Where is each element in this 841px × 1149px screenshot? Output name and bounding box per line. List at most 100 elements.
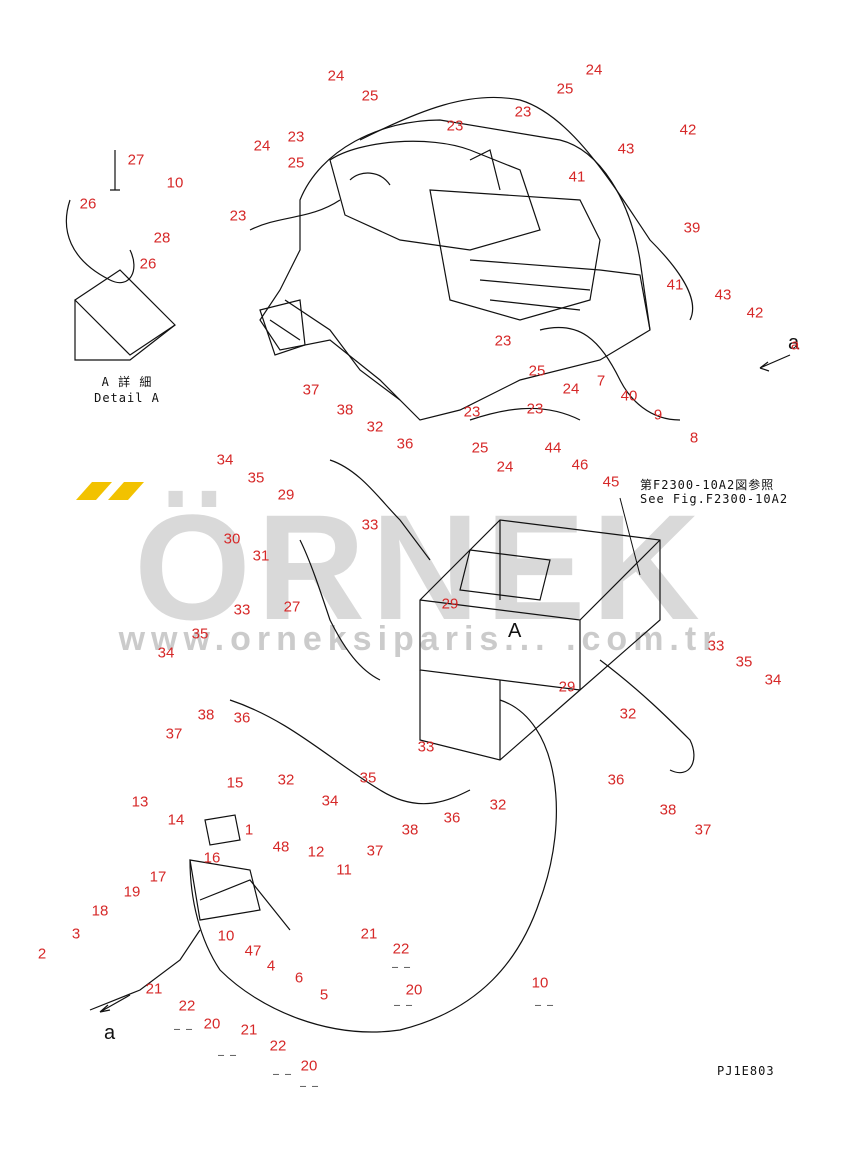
callout-36: 36: [443, 809, 461, 827]
callout-23: 23: [463, 403, 481, 421]
callout-16: 16: [203, 849, 221, 867]
callout-a: a: [790, 336, 800, 354]
callout-41: 41: [666, 276, 684, 294]
callout-22: 22: [392, 940, 410, 958]
callout-37: 37: [366, 842, 384, 860]
callout-44: 44: [544, 439, 562, 457]
callout-25: 25: [287, 154, 305, 172]
callout-23: 23: [229, 207, 247, 225]
dash-mark: – –: [273, 1069, 292, 1080]
callout-35: 35: [247, 469, 265, 487]
callout-30: 30: [223, 530, 241, 548]
callout-19: 19: [123, 883, 141, 901]
callout-45: 45: [602, 473, 620, 491]
callout-33: 33: [361, 516, 379, 534]
callout-24: 24: [562, 380, 580, 398]
callout-32: 32: [489, 796, 507, 814]
callout-4: 4: [266, 957, 276, 975]
callout-32: 32: [366, 418, 384, 436]
callout-1: 1: [244, 821, 254, 839]
harness-27: [299, 539, 381, 681]
callout-25: 25: [556, 80, 574, 98]
watermark-accent-mark-right: [108, 482, 144, 500]
harness-right: [599, 659, 695, 774]
callout-18: 18: [91, 902, 109, 920]
callout-25: 25: [471, 439, 489, 457]
callout-23: 23: [526, 400, 544, 418]
callout-36: 36: [607, 771, 625, 789]
callout-20: 20: [300, 1057, 318, 1075]
dash-mark: – –: [535, 1000, 554, 1011]
callout-6: 6: [294, 969, 304, 987]
callout-10: 10: [217, 927, 235, 945]
callout-24: 24: [327, 67, 345, 85]
callout-12: 12: [307, 843, 325, 861]
callout-8: 8: [689, 429, 699, 447]
callout-26: 26: [79, 195, 97, 213]
callout-14: 14: [167, 811, 185, 829]
callout-34: 34: [321, 792, 339, 810]
callout-38: 38: [197, 706, 215, 724]
callout-23: 23: [287, 128, 305, 146]
callout-24: 24: [585, 61, 603, 79]
watermark-brand: ÖRNEK: [134, 483, 706, 651]
arrow-label-a-bottom: a: [104, 1022, 116, 1044]
callout-10: 10: [166, 174, 184, 192]
callout-38: 38: [659, 801, 677, 819]
callout-17: 17: [149, 868, 167, 886]
tank-box: [419, 519, 661, 761]
callout-48: 48: [272, 838, 290, 856]
dash-mark: – –: [394, 1000, 413, 1011]
callout-29: 29: [277, 486, 295, 504]
dash-mark: – –: [218, 1050, 237, 1061]
callout-26: 26: [139, 255, 157, 273]
callout-2: 2: [37, 945, 47, 963]
callout-34: 34: [216, 451, 234, 469]
callout-42: 42: [746, 304, 764, 322]
callout-36: 36: [396, 435, 414, 453]
reference-leader: [619, 497, 641, 576]
callout-35: 35: [735, 653, 753, 671]
callout-5: 5: [319, 986, 329, 1004]
callout-43: 43: [714, 286, 732, 304]
callout-22: 22: [178, 997, 196, 1015]
detail-a-caption-jp: A 詳 細: [101, 375, 153, 389]
harness-39: [359, 96, 694, 321]
callout-9: 9: [653, 406, 663, 424]
harness-36: [229, 699, 471, 805]
arrow-label-a-top: a: [788, 332, 800, 354]
bracket-assembly: [89, 814, 291, 1011]
callout-11: 11: [336, 861, 352, 879]
callout-10: 10: [531, 974, 549, 992]
drawing-code: PJ1E803: [717, 1064, 775, 1078]
callout-27: 27: [283, 598, 301, 616]
arrow-a-top: [759, 354, 791, 372]
dash-mark: – –: [300, 1081, 319, 1092]
callout-34: 34: [764, 671, 782, 689]
callout-27: 27: [127, 151, 145, 169]
callout-13: 13: [131, 793, 149, 811]
callout-21: 21: [360, 925, 378, 943]
callout-41: 41: [568, 168, 586, 186]
callout-32: 32: [277, 771, 295, 789]
callout-37: 37: [302, 381, 320, 399]
callout-29: 29: [441, 595, 459, 613]
callout-34: 34: [157, 644, 175, 662]
callout-21: 21: [145, 980, 163, 998]
watermark-url: www.orneksiparis... .com.tr: [118, 620, 722, 658]
callout-28: 28: [153, 229, 171, 247]
callout-22: 22: [269, 1037, 287, 1055]
callout-37: 37: [694, 821, 712, 839]
callout-20: 20: [203, 1015, 221, 1033]
callout-23: 23: [494, 332, 512, 350]
harness-32: [329, 459, 431, 561]
callout-25: 25: [528, 362, 546, 380]
reference-note-jp: 第F2300-10A2図参照: [640, 478, 775, 492]
callout-3: 3: [71, 925, 81, 943]
detail-a-drawing: [65, 150, 176, 361]
callout-23: 23: [446, 117, 464, 135]
callout-33: 33: [417, 738, 435, 756]
callout-36: 36: [233, 709, 251, 727]
